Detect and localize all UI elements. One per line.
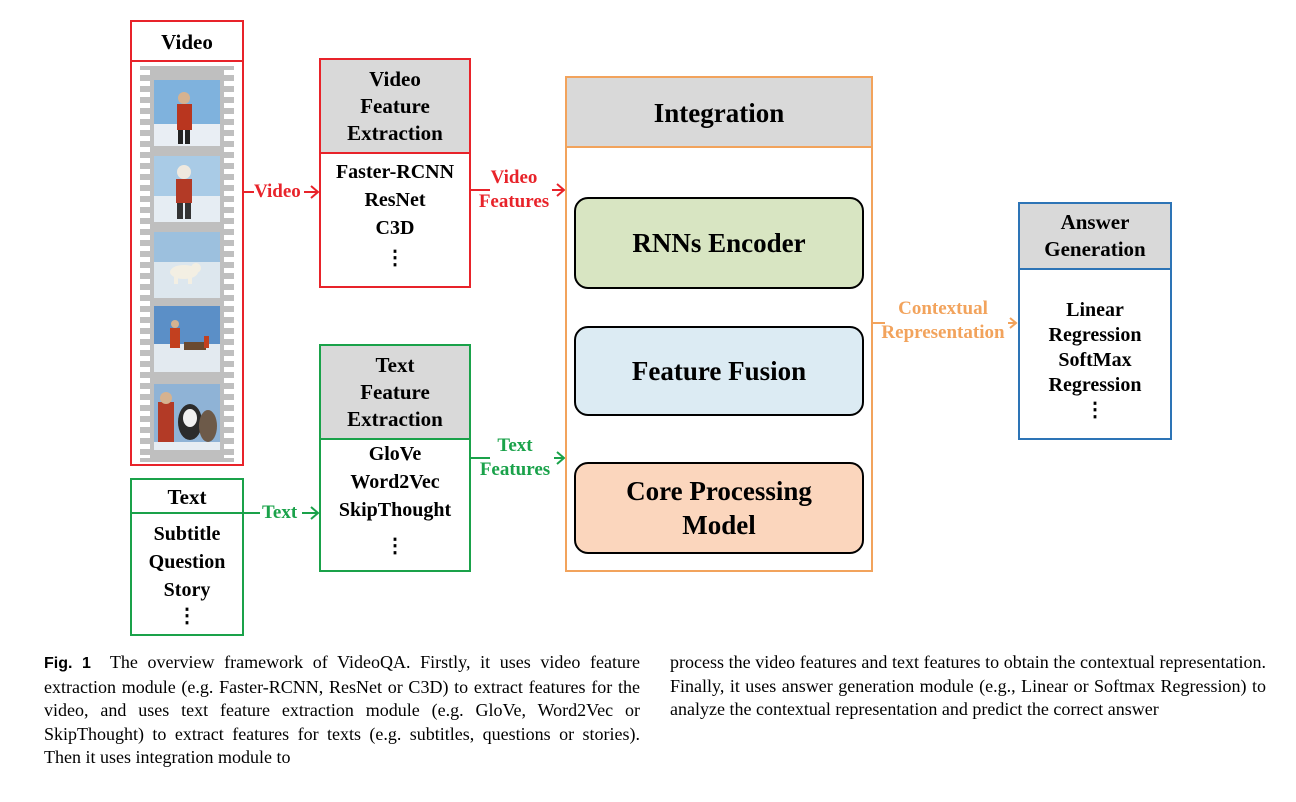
ellipsis-icon: ⋮ <box>385 247 405 269</box>
core-processing-model-module: Core Processing Model <box>574 462 864 554</box>
answer-item-regression-2: Regression <box>1048 374 1142 396</box>
tfx-title-line-1: Text <box>375 352 415 377</box>
video-arrow <box>244 185 320 199</box>
figure-label: Fig. 1 <box>44 655 91 672</box>
contextual-representation-label: Contextual Representation <box>872 297 1014 345</box>
video-feature-extraction-box: Video Feature Extraction Faster-RCNN Res… <box>319 58 471 288</box>
answer-items: Linear Regression SoftMax Regression ⋮ <box>1020 298 1170 421</box>
video-filmstrip <box>140 66 234 462</box>
video-features-label: Video Features <box>470 166 558 214</box>
answer-item-softmax: SoftMax <box>1058 349 1132 371</box>
video-feature-extraction-title: Video Feature Extraction <box>321 60 469 154</box>
text-feature-extraction-box: Text Feature Extraction GloVe Word2Vec S… <box>319 344 471 572</box>
tfx-item-word2vec: Word2Vec <box>350 471 440 493</box>
vfx-title-line-3: Extraction <box>347 120 443 145</box>
text-feature-extraction-title: Text Feature Extraction <box>321 346 469 440</box>
answer-generation-title: Answer Generation <box>1020 204 1170 270</box>
video-frame-3 <box>154 232 220 298</box>
tfx-item-glove: GloVe <box>368 443 422 465</box>
vfx-items: Faster-RCNN ResNet C3D ⋮ <box>321 158 469 269</box>
tfx-title-line-2: Feature <box>360 379 430 404</box>
core-module-line-2: Model <box>682 510 756 540</box>
video-features-label-line-2: Features <box>478 191 550 212</box>
vfx-item-resnet: ResNet <box>364 189 426 211</box>
tfx-item-skipthought: SkipThought <box>338 499 452 521</box>
video-title: Video <box>132 22 242 62</box>
core-module-line-1: Core Processing <box>626 476 812 506</box>
answer-item-regression-1: Regression <box>1048 324 1142 346</box>
vfx-item-faster-rcnn: Faster-RCNN <box>335 161 455 183</box>
rnns-encoder-module: RNNs Encoder <box>574 197 864 289</box>
vfx-title-line-1: Video <box>369 66 421 91</box>
answer-generation-box: Answer Generation Linear Regression Soft… <box>1018 202 1172 440</box>
video-features-label-line-1: Video <box>490 167 538 188</box>
video-frame-4 <box>154 306 220 372</box>
answer-item-linear: Linear <box>1066 299 1124 321</box>
video-frame-2 <box>154 156 220 222</box>
ellipsis-icon: ⋮ <box>177 605 197 627</box>
text-items: Subtitle Question Story ⋮ <box>132 520 242 627</box>
figure-caption-left: Fig. 1 The overview framework of VideoQA… <box>44 651 640 770</box>
video-features-arrow <box>471 183 566 197</box>
caption-left-text: The overview framework of VideoQA. First… <box>44 652 640 767</box>
integration-title: Integration <box>567 78 871 148</box>
ellipsis-icon: ⋮ <box>1085 399 1105 421</box>
tfx-title-line-3: Extraction <box>347 406 443 431</box>
vfx-title-line-2: Feature <box>360 93 430 118</box>
feature-fusion-module: Feature Fusion <box>574 326 864 416</box>
answer-title-line-2: Generation <box>1044 237 1146 261</box>
ellipsis-icon: ⋮ <box>385 535 405 557</box>
text-arrow <box>244 506 320 520</box>
text-features-label-line-1: Text <box>497 435 533 456</box>
text-features-label: Text Features <box>470 434 560 482</box>
text-features-label-line-2: Features <box>479 459 551 480</box>
tfx-items: GloVe Word2Vec SkipThought ⋮ <box>321 440 469 557</box>
film-holes-right <box>224 70 234 458</box>
figure-caption-right: process the video features and text feat… <box>670 652 1266 719</box>
text-arrow-label: Text <box>262 502 298 523</box>
video-frame-1 <box>154 80 220 146</box>
video-input-box: Video <box>130 20 244 466</box>
text-item-question: Question <box>148 551 226 573</box>
text-item-subtitle: Subtitle <box>153 523 221 545</box>
contextual-arrow <box>873 317 1018 329</box>
contextual-label-line-1: Contextual <box>898 298 988 319</box>
answer-title-line-1: Answer <box>1060 210 1130 234</box>
video-arrow-label: Video <box>254 181 301 202</box>
text-features-arrow <box>471 451 566 465</box>
vfx-item-c3d: C3D <box>375 217 415 239</box>
film-holes-left <box>140 70 150 458</box>
text-item-story: Story <box>163 579 211 601</box>
contextual-label-line-2: Representation <box>881 322 1005 343</box>
text-title: Text <box>132 480 242 514</box>
video-frame-5 <box>154 384 220 450</box>
text-input-box: Text Subtitle Question Story ⋮ <box>130 478 244 636</box>
integration-box: Integration RNNs Encoder Feature Fusion … <box>565 76 873 572</box>
